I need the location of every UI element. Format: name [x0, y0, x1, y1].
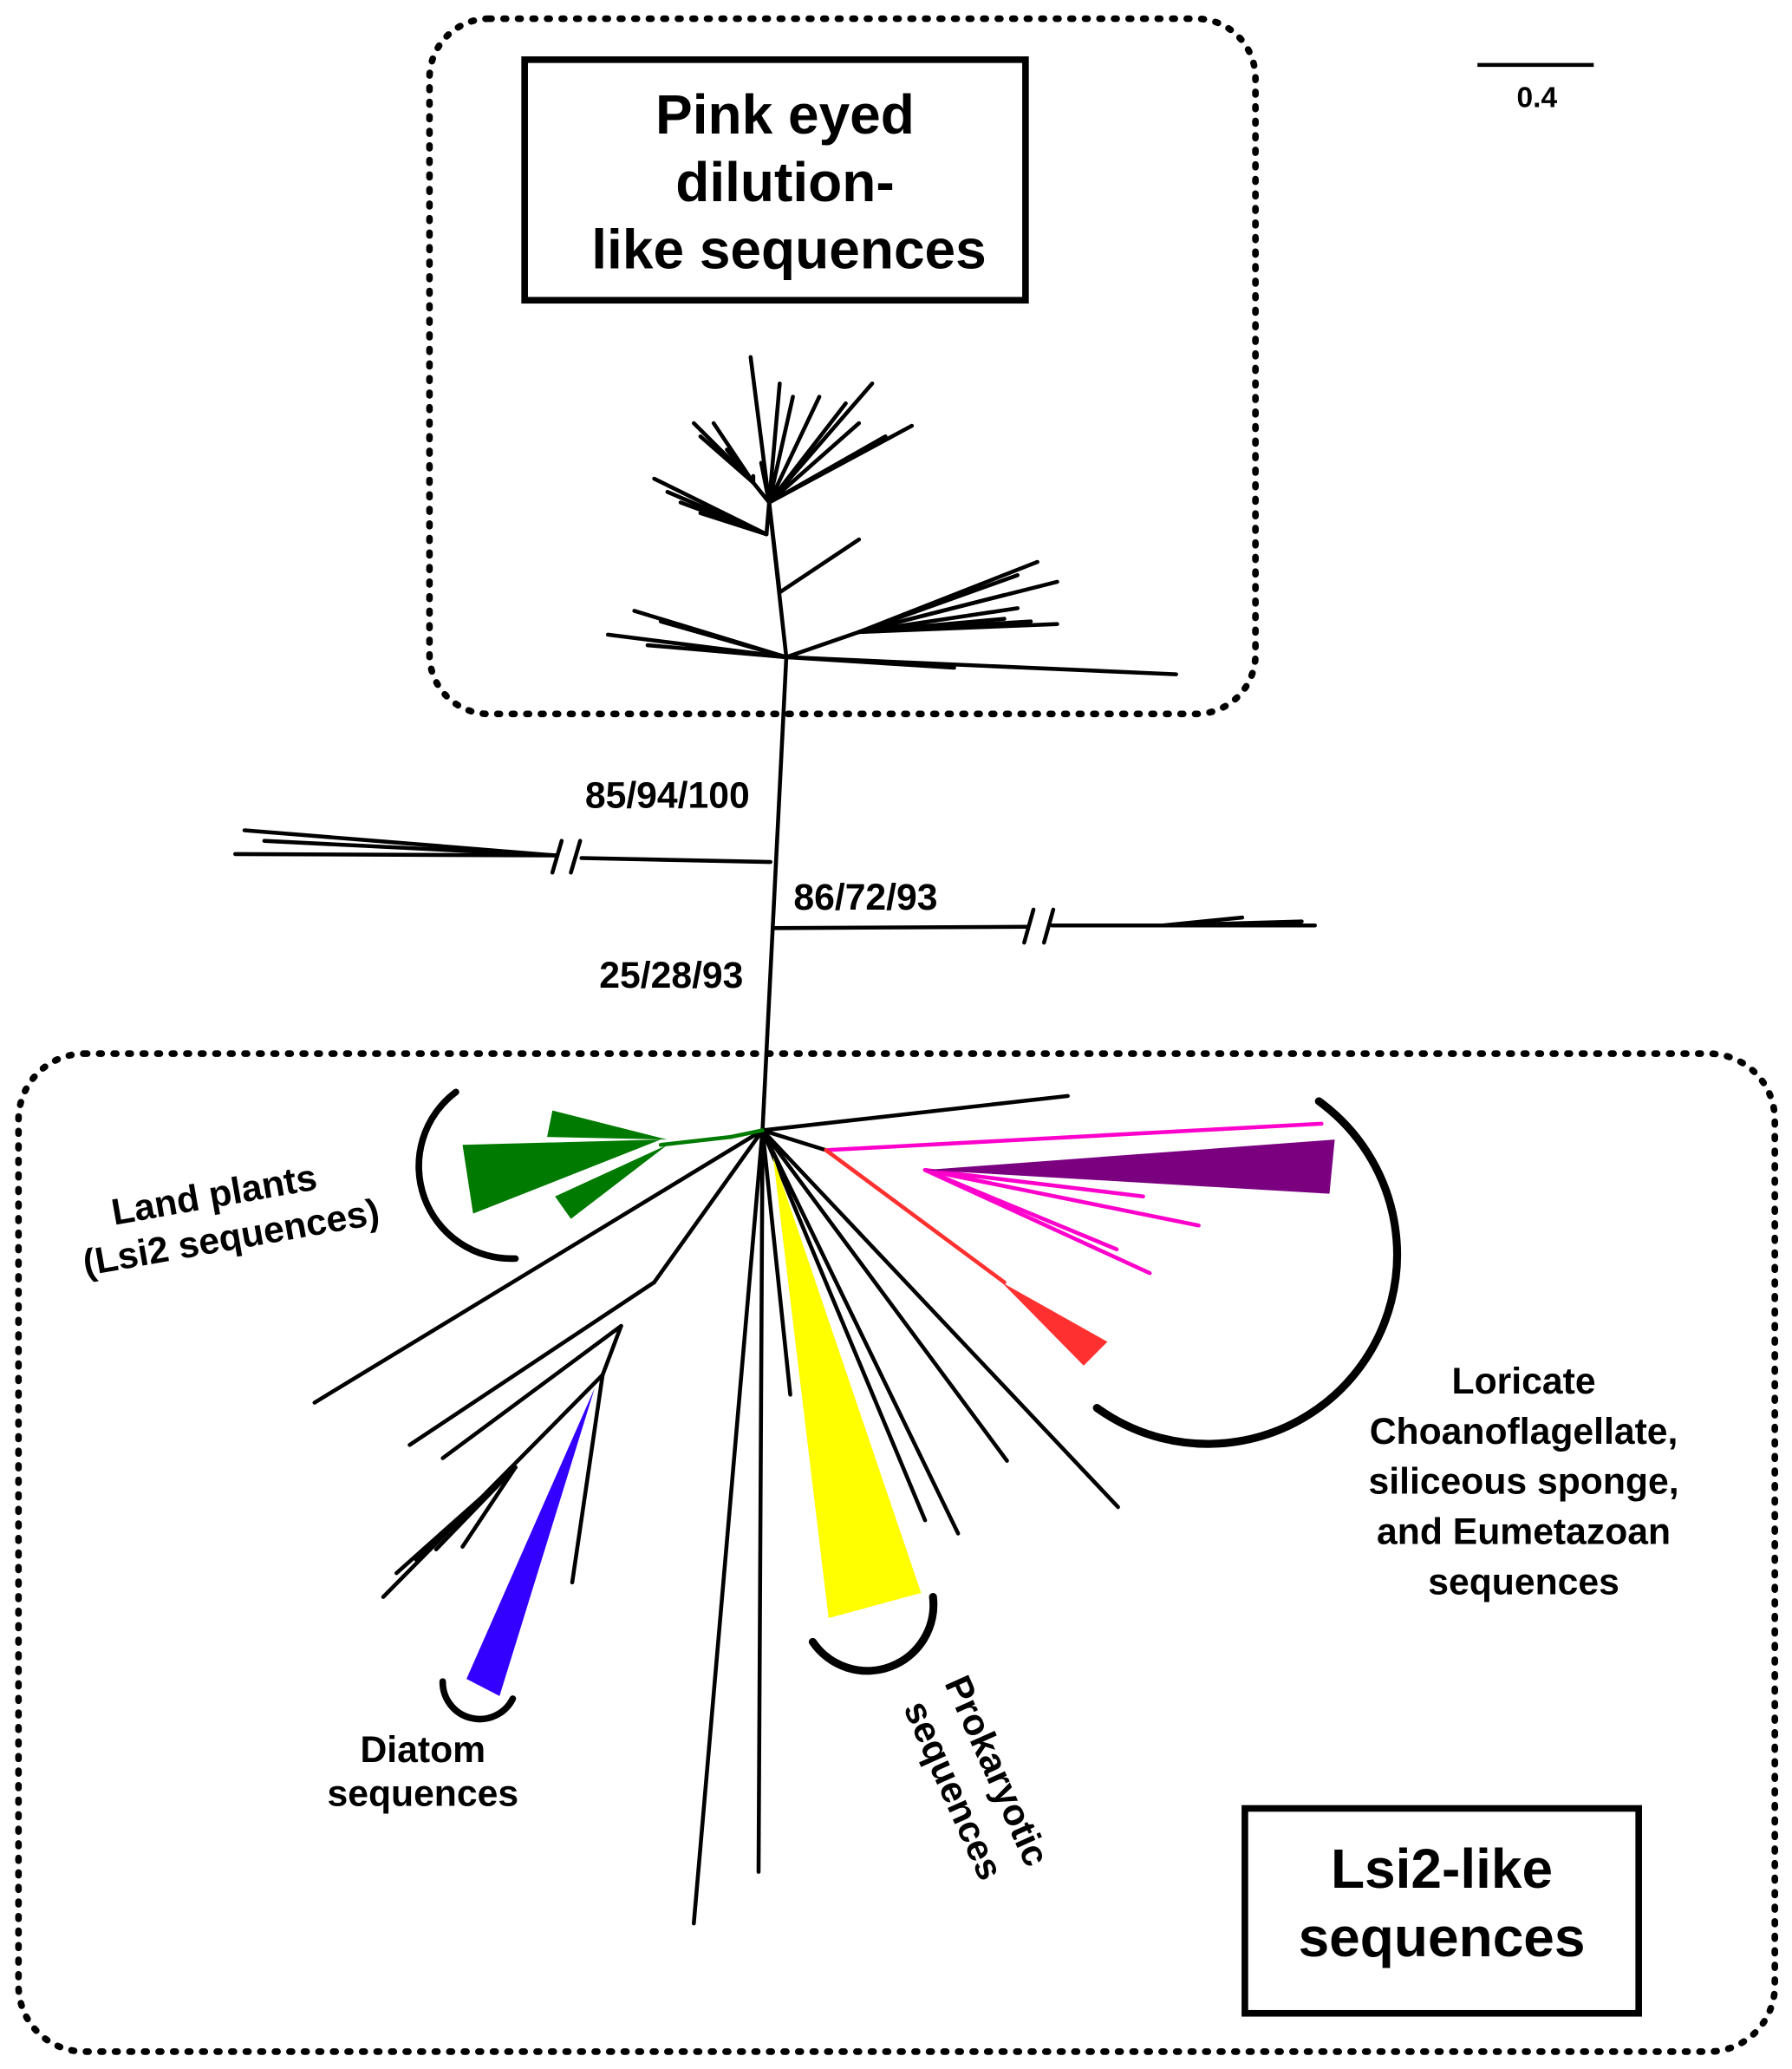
lsi2-title-line-1: Lsi2-like — [1331, 1837, 1553, 1900]
support-value-2: 86/72/93 — [793, 877, 937, 918]
branch — [312, 1128, 765, 1405]
scale-bar-label: 0.4 — [1517, 82, 1558, 114]
pink-eyed-title-line-3: like sequences — [591, 219, 987, 281]
branch — [766, 381, 782, 505]
pink-eyed-title-box — [521, 55, 1029, 304]
branch — [1041, 907, 1056, 945]
diatom-clade — [466, 1387, 595, 1696]
branch — [658, 1134, 733, 1147]
svg-text:siliceous sponge,: siliceous sponge, — [1369, 1461, 1679, 1503]
sponge-clade — [1001, 1282, 1108, 1366]
branch — [766, 421, 862, 505]
branch — [579, 856, 772, 865]
support-value-3: 25/28/93 — [599, 955, 743, 996]
branch — [718, 516, 769, 537]
branch — [824, 1121, 1324, 1152]
lsi2-title-box — [1241, 1805, 1642, 2017]
branch — [711, 648, 789, 660]
pink-eyed-title-line-1: Pink eyed — [655, 83, 915, 146]
prokaryotic-arc — [808, 1593, 938, 1675]
branch — [407, 1280, 656, 1447]
branch — [658, 619, 789, 660]
svg-text:Choanoflagellate,: Choanoflagellate, — [1370, 1411, 1678, 1452]
land-plants-clade — [547, 1110, 668, 1140]
loricate-clade — [925, 1139, 1335, 1194]
branch — [1161, 919, 1304, 928]
branch — [760, 1128, 928, 1523]
branch — [766, 395, 822, 505]
lsi2-title-line-2: sequences — [1299, 1906, 1586, 1968]
collapsed-clades — [462, 1110, 1335, 1696]
support-value-1: 85/94/100 — [585, 775, 750, 817]
branch — [766, 395, 795, 505]
prokaryotic-clade — [772, 1157, 922, 1618]
lsi2-group-frame — [15, 1050, 1778, 2055]
diatom-arc — [439, 1678, 517, 1723]
branch — [760, 655, 789, 1132]
branch — [440, 1323, 623, 1460]
branch — [756, 1128, 765, 1874]
branch — [760, 1128, 961, 1536]
pink-eyed-group-frame — [426, 15, 1259, 718]
branch — [262, 839, 557, 858]
branch — [751, 480, 772, 505]
land-plants-label: Land plants (Lsi2 sequences) — [80, 1157, 382, 1284]
svg-text:Loricate: Loricate — [1452, 1361, 1596, 1402]
svg-text:Diatom: Diatom — [360, 1729, 485, 1771]
branch — [728, 1128, 765, 1139]
branch — [784, 655, 956, 670]
branch — [760, 1093, 1070, 1132]
branch — [784, 630, 862, 660]
loricate-label: Loricate Choanoflagellate, siliceous spo… — [1369, 1361, 1679, 1603]
land-plants-clade — [555, 1145, 668, 1219]
svg-text:and Eumetazoan: and Eumetazoan — [1377, 1511, 1671, 1553]
loricate-arc — [1092, 1097, 1402, 1448]
branch — [922, 1167, 1201, 1228]
land-plants-clade — [462, 1139, 661, 1214]
branch — [771, 924, 1031, 930]
svg-text:sequences: sequences — [327, 1772, 518, 1814]
branch — [857, 592, 1007, 635]
branch — [569, 839, 583, 875]
branch — [570, 1373, 605, 1585]
branch — [766, 500, 782, 595]
branch — [600, 1323, 623, 1377]
branch — [760, 1128, 1009, 1463]
branch — [922, 1167, 1119, 1251]
branch — [922, 1167, 1145, 1199]
svg-text:sequences: sequences — [1428, 1562, 1619, 1603]
branch — [766, 434, 888, 505]
branch — [857, 617, 1007, 635]
branch — [698, 434, 756, 485]
branch — [766, 381, 875, 505]
land-plants-arc — [415, 1088, 519, 1263]
branch — [824, 1148, 1007, 1285]
branch — [778, 537, 862, 595]
branch — [760, 1128, 828, 1152]
branch — [433, 1465, 518, 1552]
branch — [233, 852, 557, 858]
diatom-label: Diatom sequences — [327, 1729, 518, 1814]
branch — [652, 1128, 765, 1285]
branch — [460, 1465, 518, 1549]
prokaryotic-label: Prokaryotic sequences — [896, 1669, 1058, 1886]
branch — [760, 1128, 1120, 1510]
pink-eyed-title-line-2: dilution- — [675, 151, 894, 213]
branch — [738, 460, 756, 485]
branch — [857, 573, 1020, 635]
branch — [691, 1128, 765, 1926]
branch — [764, 500, 772, 537]
branch — [760, 1128, 792, 1397]
tree-branches — [233, 355, 1324, 1926]
branch — [1022, 907, 1036, 945]
branch — [550, 839, 564, 875]
